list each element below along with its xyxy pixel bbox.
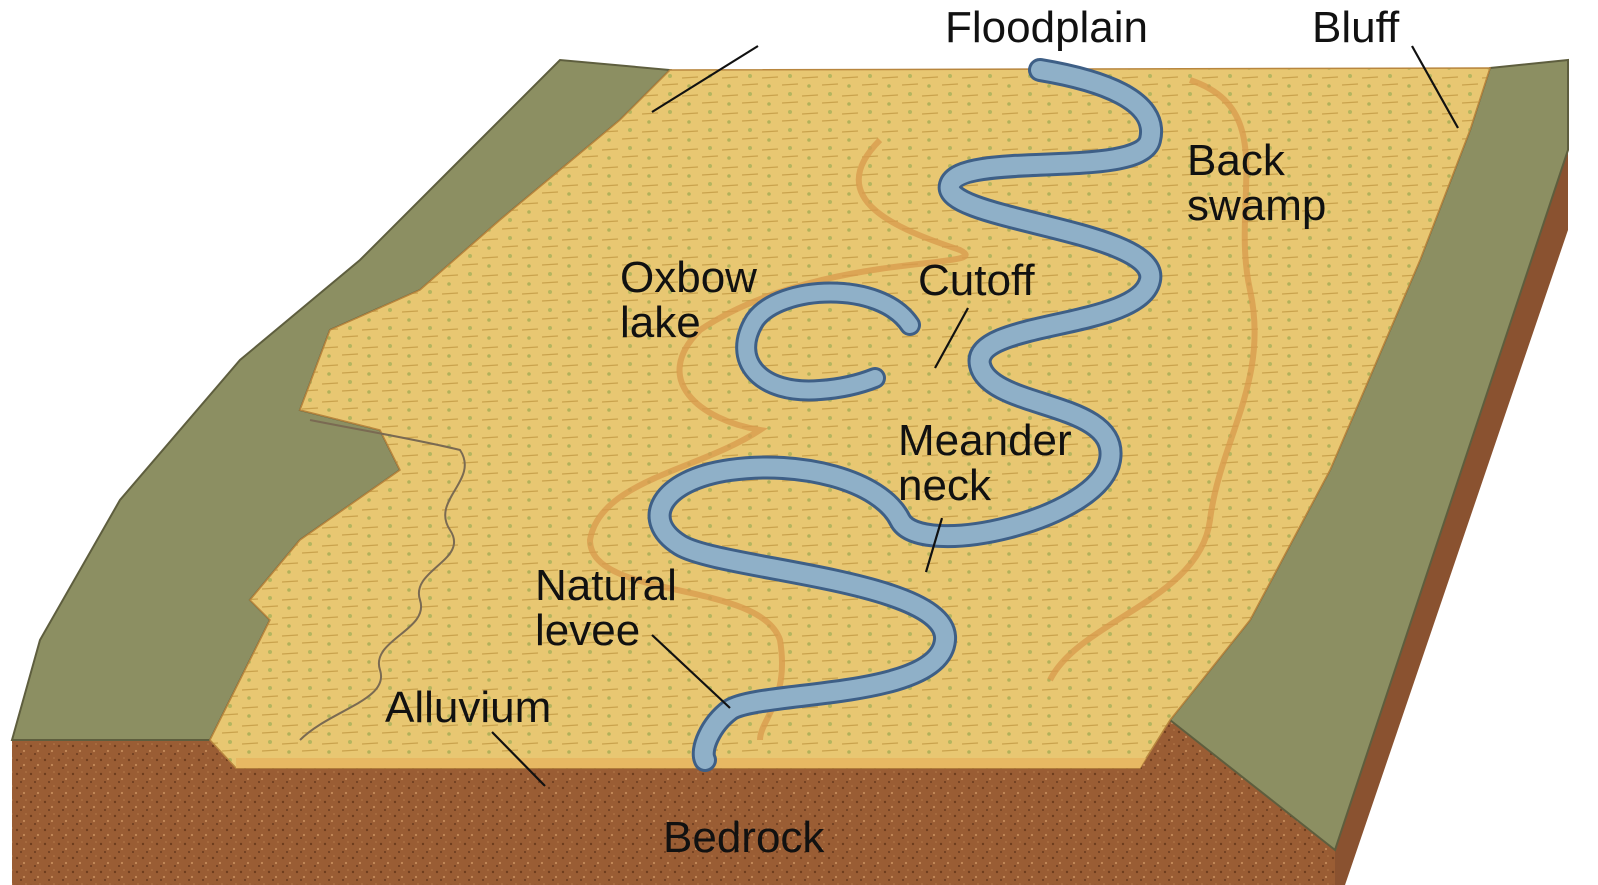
alluvium-layer <box>236 758 1146 768</box>
label-natural-levee-line1: Natural <box>535 561 677 610</box>
label-alluvium: Alluvium <box>385 683 551 732</box>
label-floodplain: Floodplain <box>945 3 1148 52</box>
label-cutoff: Cutoff <box>918 256 1035 305</box>
label-natural-levee-line2: levee <box>535 606 640 655</box>
label-meander-neck-line1: Meander <box>898 416 1072 465</box>
label-meander-neck-line2: neck <box>898 461 992 510</box>
label-oxbow-lake-line2: lake <box>620 298 701 347</box>
label-back-swamp-line1: Back <box>1187 136 1286 185</box>
label-bedrock: Bedrock <box>663 813 825 862</box>
label-bluff: Bluff <box>1312 3 1400 52</box>
label-oxbow-lake-line1: Oxbow <box>620 253 757 302</box>
label-back-swamp-line2: swamp <box>1187 181 1326 230</box>
